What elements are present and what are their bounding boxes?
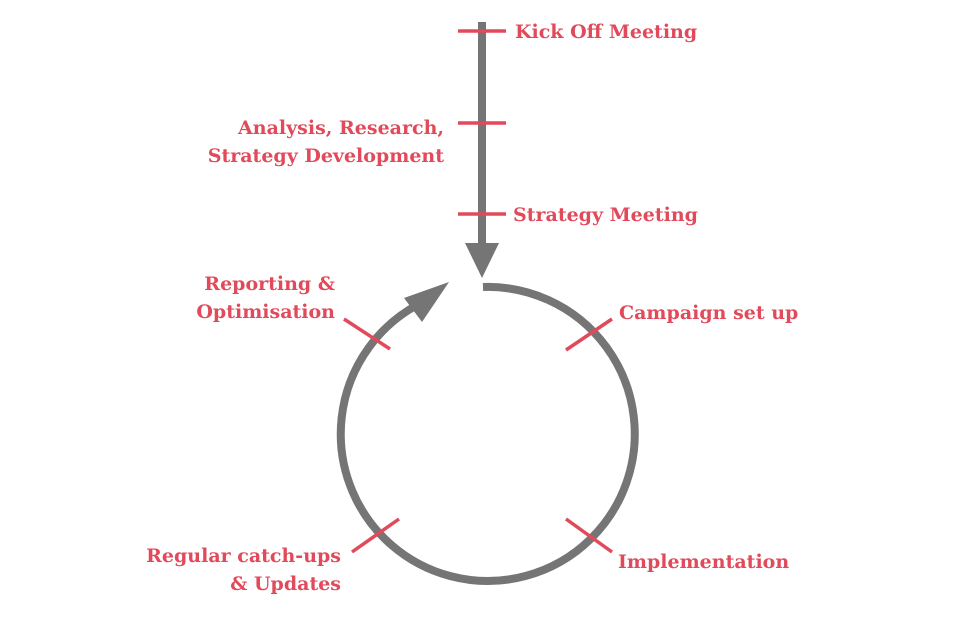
label-implementation: Implementation <box>618 551 789 573</box>
label-reporting-line1: Reporting & <box>204 273 335 295</box>
label-strategy: Strategy Meeting <box>513 204 698 226</box>
tick-catchups <box>350 517 401 554</box>
label-analysis-line1: Analysis, Research, <box>237 117 444 139</box>
label-analysis-line2: Strategy Development <box>208 145 444 167</box>
tick-implementation <box>564 517 614 554</box>
down-arrow-icon <box>465 243 499 278</box>
label-campaign: Campaign set up <box>619 302 798 324</box>
tick-reporting <box>343 317 391 351</box>
label-kickoff: Kick Off Meeting <box>515 21 697 43</box>
cycle-ring <box>336 282 639 585</box>
label-reporting-line2: Optimisation <box>196 301 335 323</box>
label-catchups-line1: Regular catch-ups <box>146 545 341 567</box>
label-catchups-line2: & Updates <box>230 573 341 595</box>
tick-campaign <box>565 317 613 352</box>
cycle-arrow-icon <box>404 282 449 322</box>
